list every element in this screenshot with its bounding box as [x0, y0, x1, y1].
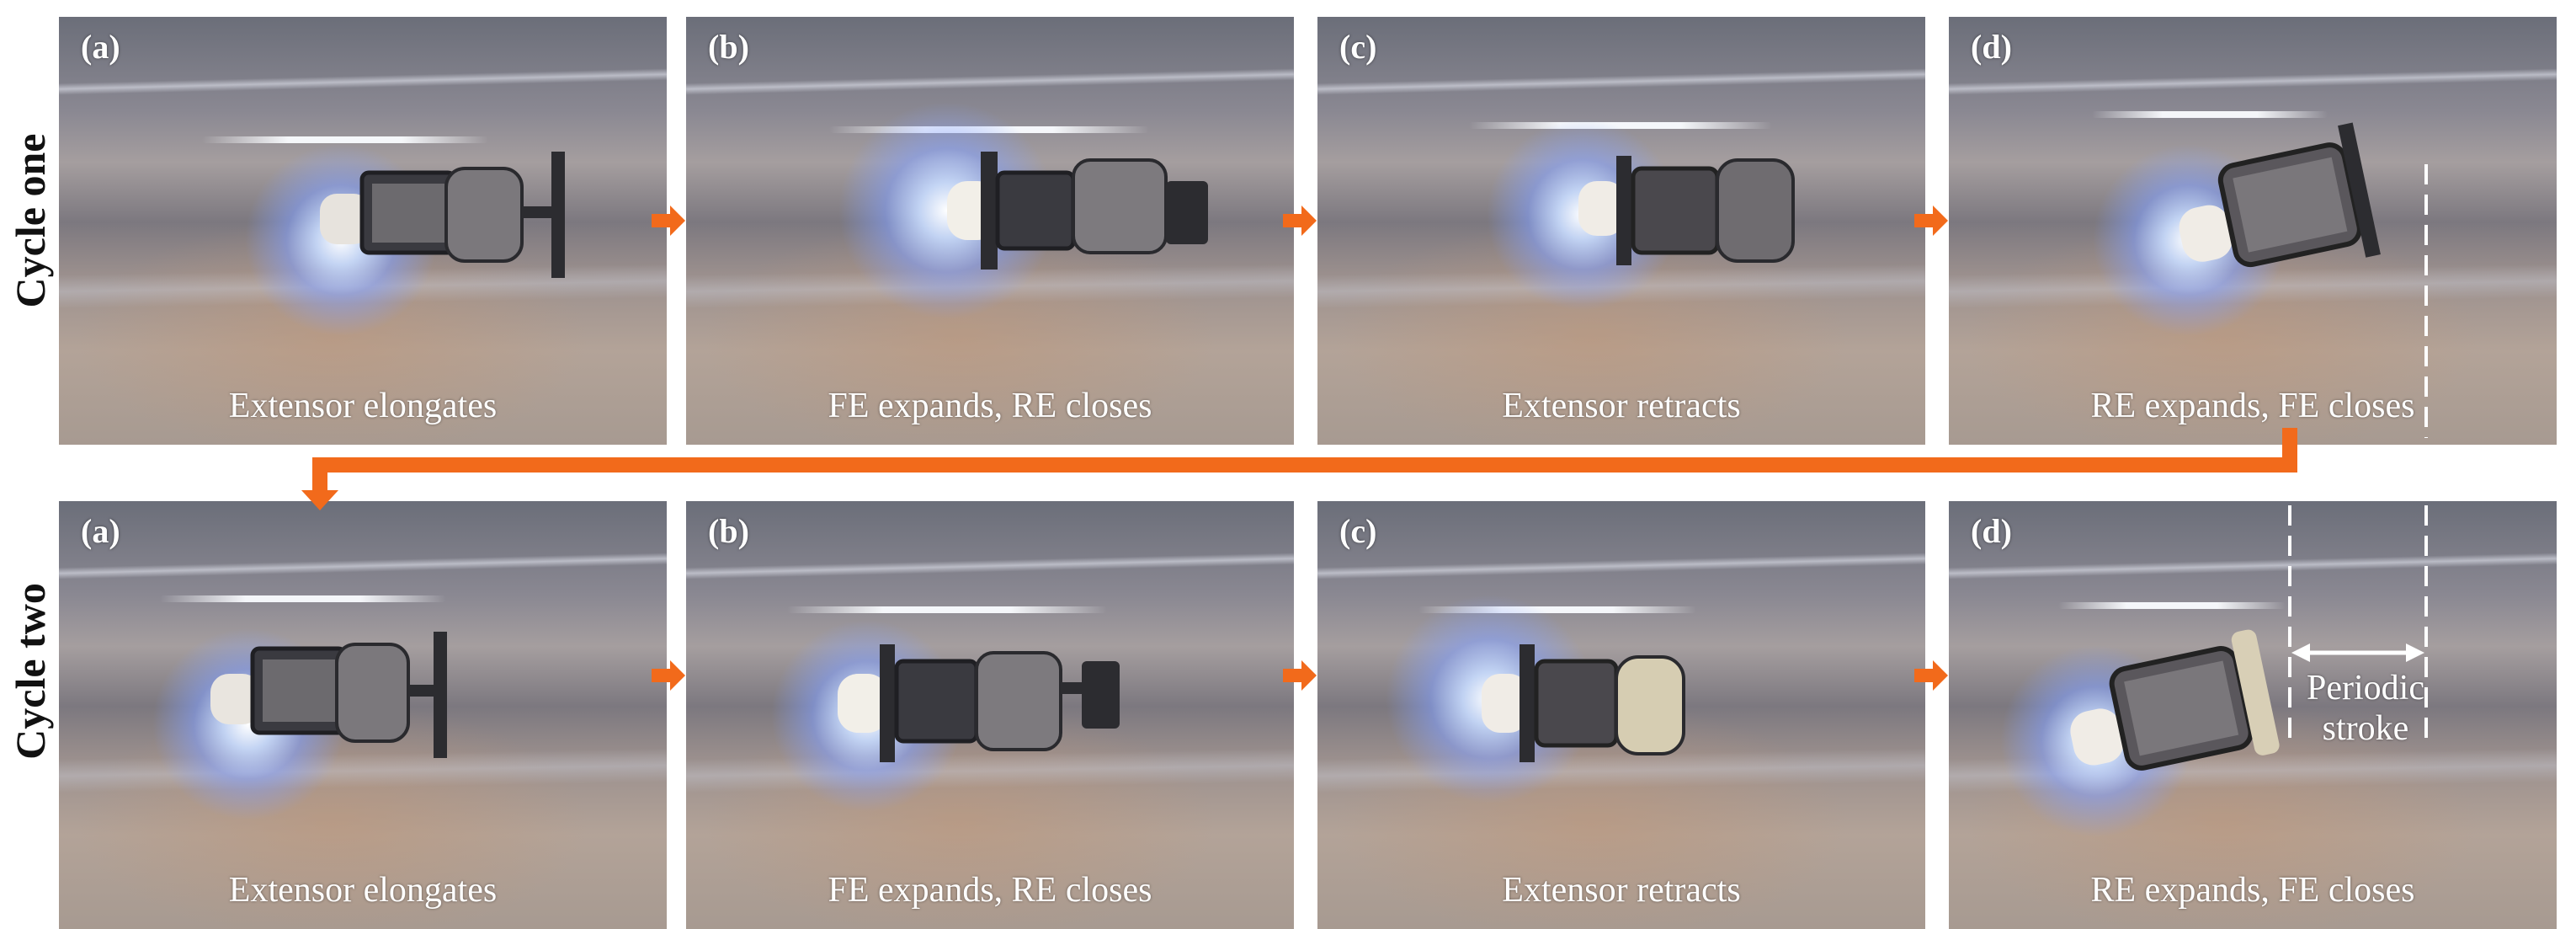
photo-panel-cycle-two-a: (a) Extensor elongates [59, 501, 667, 929]
robot-image [210, 632, 447, 758]
panel-tag: (c) [1339, 28, 1377, 66]
right-arrow-icon [1914, 206, 1948, 236]
panel-tag: (a) [81, 28, 120, 66]
panel-tag: (a) [81, 512, 120, 550]
robot-image [2070, 629, 2280, 771]
panel-tag: (b) [708, 512, 749, 550]
robot-image [838, 644, 1120, 762]
periodic-stroke-line1: Periodic [2307, 669, 2424, 707]
panel-tag: (c) [1339, 512, 1377, 550]
photo-panel-cycle-two-d: (d) RE expands, FE closes Periodic strok… [1949, 501, 2557, 929]
photo-panel-cycle-one-c: (c) Extensor retracts [1317, 17, 1925, 445]
photo-panel-cycle-two-c: (c) Extensor retracts [1317, 501, 1925, 929]
right-arrow-icon [1283, 660, 1317, 691]
panel-caption: Extensor elongates [228, 871, 498, 910]
photo-panel-cycle-two-b: (b) FE expands, RE closes [686, 501, 1294, 929]
robot-image [1578, 156, 1795, 265]
right-arrow-icon [1914, 660, 1948, 691]
panel-tag: (b) [708, 28, 749, 66]
panel-caption: Extensor retracts [1502, 871, 1741, 910]
right-arrow-icon [1283, 206, 1317, 236]
panel-caption: FE expands, RE closes [828, 387, 1152, 425]
panel-caption: FE expands, RE closes [828, 871, 1152, 910]
photo-panel-cycle-one-a: (a) Extensor elongates [59, 17, 667, 445]
robot-image [947, 152, 1208, 270]
row-label-cycle-one: Cycle one [7, 133, 54, 308]
robot-image [1482, 644, 1685, 762]
panel-tag: (d) [1971, 512, 2012, 550]
panel-caption: RE expands, FE closes [2090, 387, 2415, 425]
periodic-stroke-label: Periodic stroke [2273, 668, 2458, 749]
photo-panel-cycle-one-b: (b) FE expands, RE closes [686, 17, 1294, 445]
panel-caption: Extensor elongates [228, 387, 498, 425]
periodic-stroke-line2: stroke [2322, 709, 2409, 748]
robot-image [320, 152, 565, 278]
right-arrow-icon [652, 660, 685, 691]
panel-tag: (d) [1971, 28, 2012, 66]
row-label-cycle-two: Cycle two [7, 583, 54, 760]
photo-panel-cycle-one-d: (d) RE expands, FE closes [1949, 17, 2557, 445]
panel-caption: Extensor retracts [1502, 387, 1741, 425]
right-arrow-icon [652, 206, 685, 236]
robot-image [2179, 122, 2381, 268]
panel-caption: RE expands, FE closes [2090, 871, 2415, 910]
